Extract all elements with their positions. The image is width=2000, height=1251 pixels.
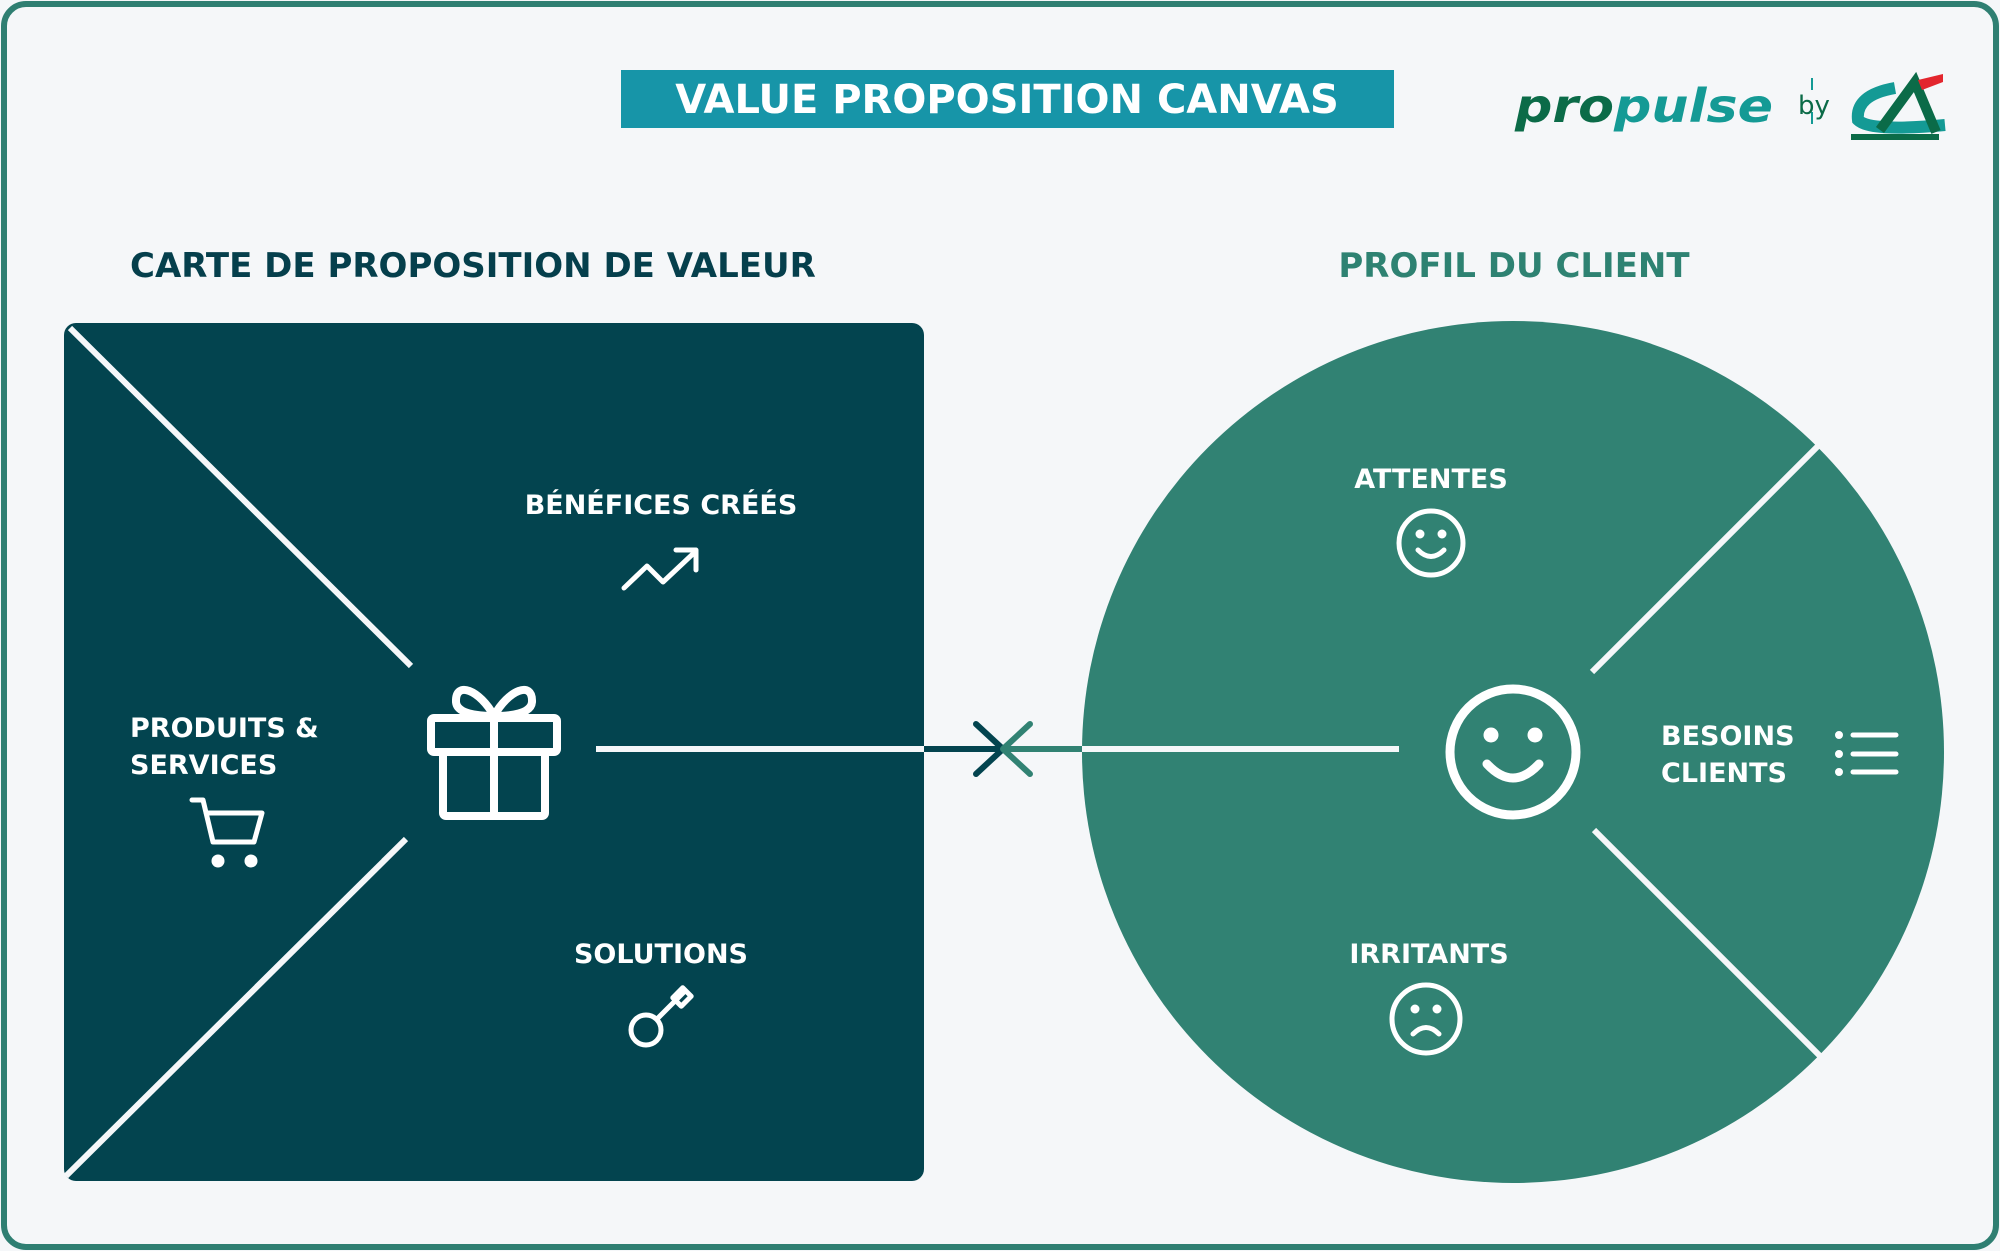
label-besoins: BESOINS — [1661, 721, 1795, 752]
page-title: VALUE PROPOSITION CANVAS — [675, 77, 1339, 123]
label-services: SERVICES — [130, 750, 277, 781]
shopping-cart-icon — [189, 797, 265, 868]
title-banner — [621, 70, 1394, 128]
customer-profile-heading: PROFIL DU CLIENT — [1338, 246, 1690, 286]
divider — [67, 325, 414, 669]
label-produits: PRODUITS & — [130, 713, 319, 744]
value-map-heading: CARTE DE PROPOSITION DE VALEUR — [130, 246, 816, 286]
divider — [1589, 443, 1821, 675]
label-attentes: ATTENTES — [1354, 464, 1508, 495]
ca-logo — [1851, 71, 1946, 140]
fit-connector — [924, 721, 1082, 777]
frown-icon — [1389, 982, 1463, 1056]
divider — [1591, 827, 1823, 1059]
gift-icon — [427, 686, 561, 820]
smiley-icon — [1445, 684, 1581, 820]
smiley-icon — [1396, 508, 1466, 578]
label-irritants: IRRITANTS — [1349, 939, 1508, 970]
key-icon — [628, 985, 694, 1048]
label-benefices: BÉNÉFICES CRÉÉS — [525, 489, 798, 521]
trending-up-icon — [621, 547, 699, 591]
logo-by: by — [1798, 91, 1830, 121]
divider — [63, 836, 409, 1179]
list-icon — [1835, 731, 1899, 776]
label-solutions: SOLUTIONS — [574, 939, 748, 970]
label-clients: CLIENTS — [1661, 758, 1787, 789]
